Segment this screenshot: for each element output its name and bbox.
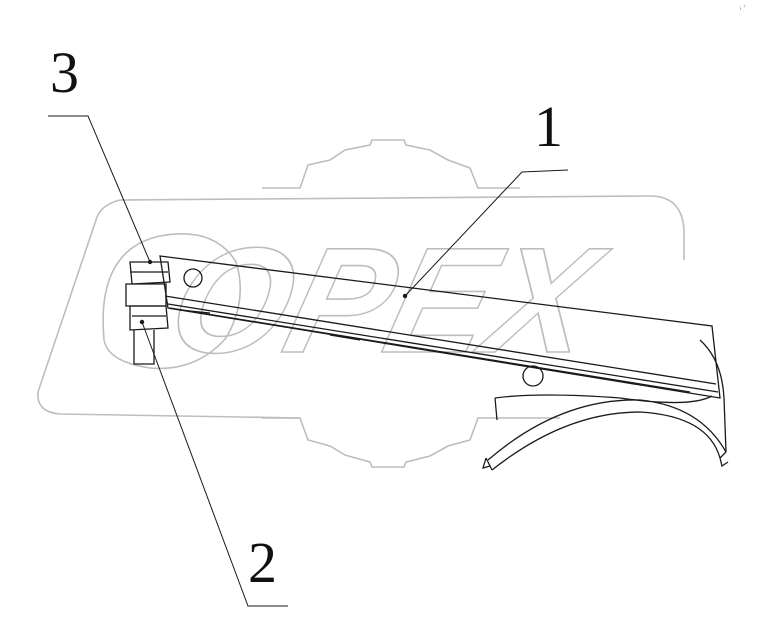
- bar-hole-lower: [522, 365, 544, 387]
- callout-1: 1: [534, 94, 563, 159]
- nut-lower: [129, 305, 169, 331]
- clamp-saddle: [482, 339, 729, 471]
- corner-mark: ᵢ ʳ: [740, 4, 745, 12]
- callout-2: 2: [248, 530, 277, 595]
- flat-bar-edge: [164, 295, 719, 393]
- bracket-assembly: [125, 255, 729, 471]
- bolt-shank: [133, 330, 155, 365]
- leader-dot-3: [147, 259, 153, 265]
- leader-dot-2: [139, 319, 145, 325]
- bar-hole: [183, 268, 203, 288]
- leader-line-3: [48, 115, 151, 263]
- flat-bar: [159, 255, 721, 399]
- watermark: OPEX: [37, 139, 685, 468]
- gear-icon: [262, 139, 520, 468]
- bar-slots: [179, 309, 433, 352]
- watermark-frame-inner: [102, 233, 241, 370]
- leader-dot-1: [402, 293, 408, 299]
- nut-top: [129, 261, 171, 285]
- watermark-text: OPEX: [154, 217, 621, 384]
- watermark-frame: [37, 195, 685, 419]
- leader-line-2: [141, 321, 288, 607]
- leader-line-1: [404, 169, 569, 297]
- callout-3: 3: [50, 40, 79, 105]
- washer: [125, 283, 167, 307]
- leader-lines: [48, 115, 569, 607]
- leader-dots: [139, 259, 408, 325]
